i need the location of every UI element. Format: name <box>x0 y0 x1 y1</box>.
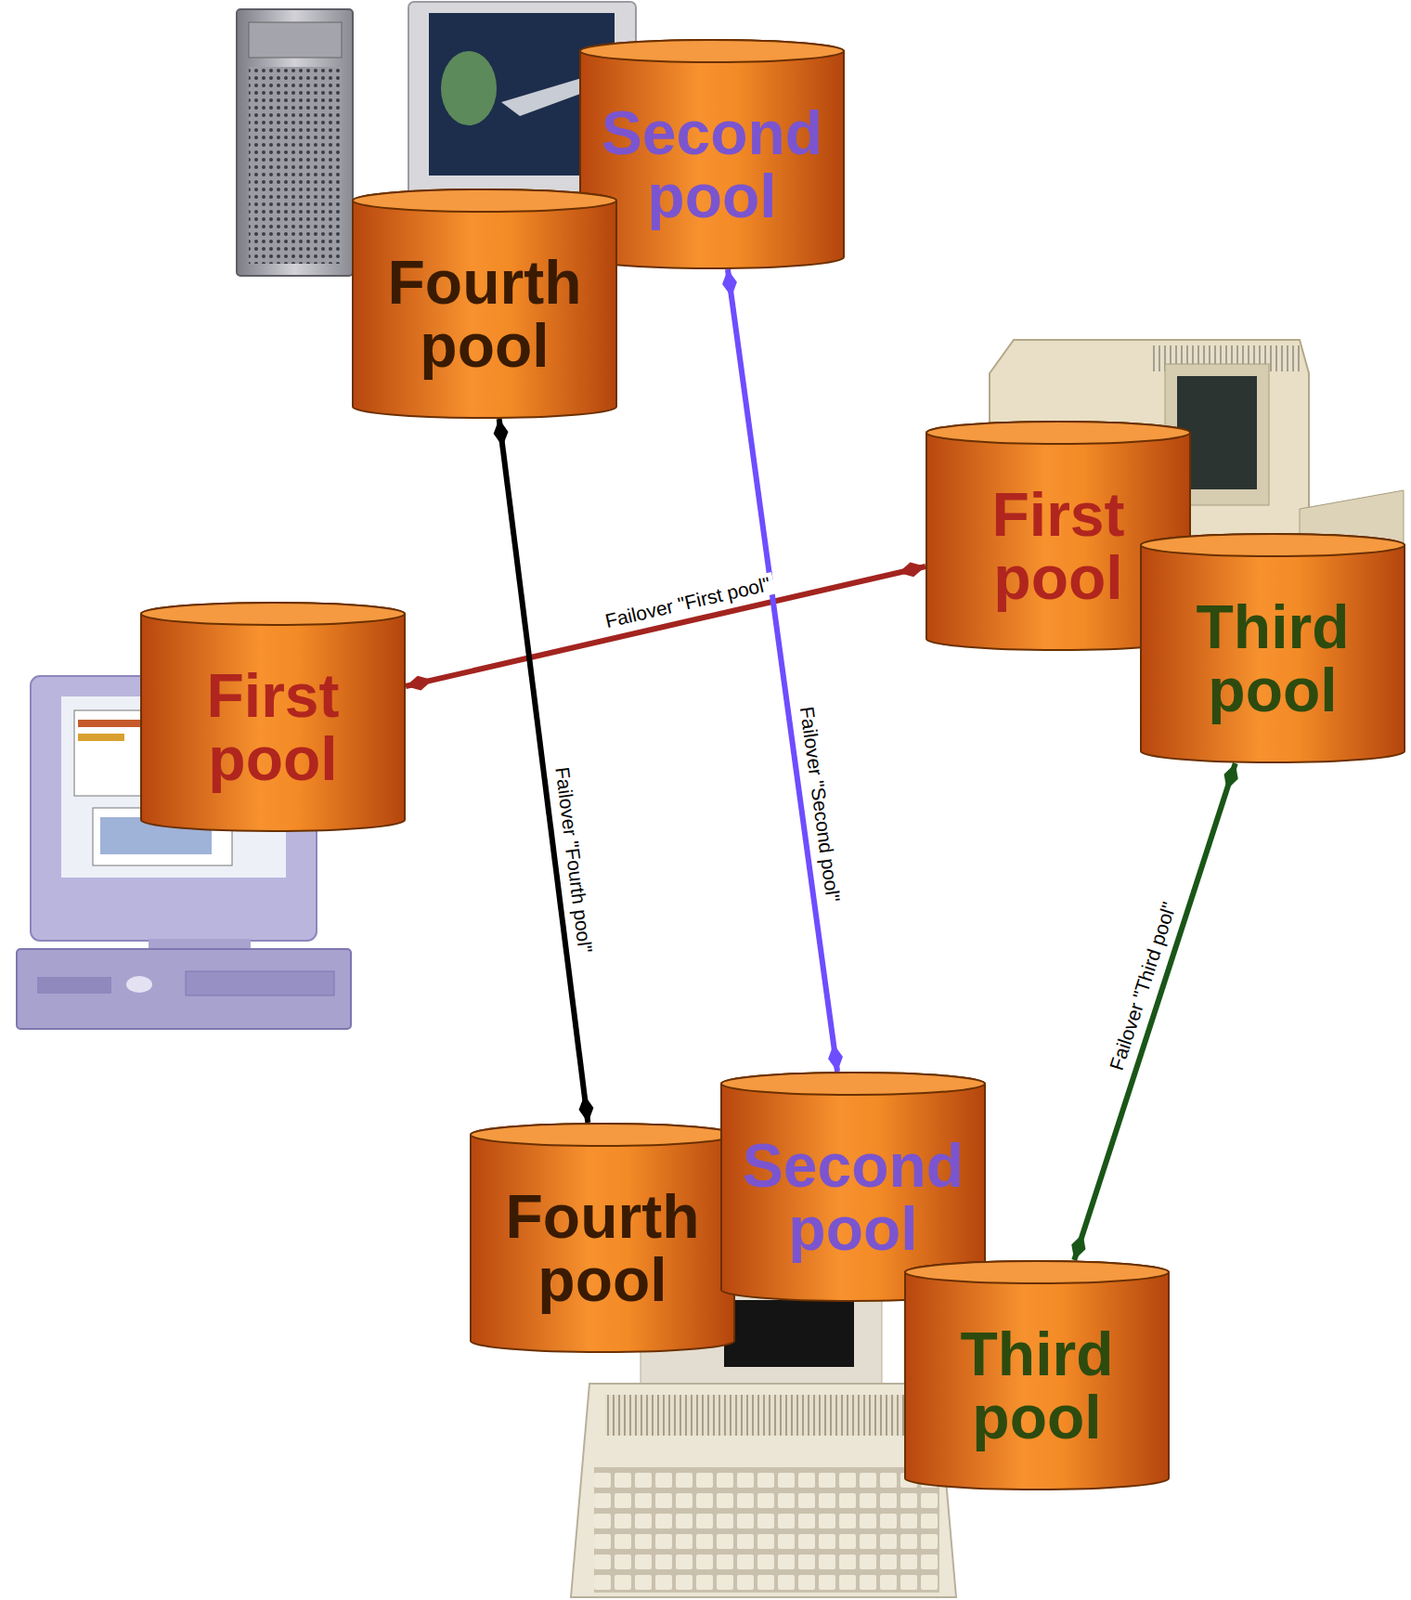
failover-connector <box>727 269 838 1072</box>
screen-picture <box>440 51 497 126</box>
pool-name: Fourth pool <box>480 1185 725 1312</box>
cylinder-body <box>905 1260 1169 1489</box>
cylinder-top <box>580 39 844 63</box>
cylinder-top <box>721 1072 985 1095</box>
failover-connector <box>1074 763 1236 1260</box>
storage-pool-cylinder: Third pool <box>1139 532 1406 764</box>
tower-grille <box>248 66 342 264</box>
monitor-screen <box>724 1299 855 1367</box>
cylinder-top <box>470 1123 735 1146</box>
cylinder-body <box>470 1123 735 1352</box>
drive-slot <box>37 976 112 994</box>
storage-pool-cylinder: Fourth pool <box>469 1122 736 1353</box>
pool-name: Third pool <box>1151 595 1395 723</box>
cylinder-body <box>141 602 405 831</box>
cylinder-body <box>352 189 617 418</box>
screen-bar <box>77 733 125 741</box>
storage-pool-cylinder: Second pool <box>579 38 845 270</box>
failover-connector <box>499 418 589 1123</box>
text-stack: Third pool <box>1151 595 1395 723</box>
pool-name: First pool <box>151 664 395 791</box>
storage-pool-cylinder: Fourth pool <box>351 188 618 419</box>
pool-name: Fourth pool <box>362 251 607 378</box>
text-stack: Second pool <box>731 1134 975 1261</box>
compact-computer <box>570 1383 957 1597</box>
storage-pool-cylinder: Third pool <box>904 1259 1170 1490</box>
drive-bays <box>248 22 342 58</box>
drive-bay <box>185 970 335 996</box>
logo-badge <box>126 975 153 993</box>
cylinder-body <box>580 39 844 269</box>
text-stack: Fourth pool <box>362 251 607 378</box>
cylinder-top <box>141 602 405 625</box>
text-stack: First pool <box>151 664 395 791</box>
keyboard <box>594 1466 940 1593</box>
cylinder-body <box>1140 533 1405 763</box>
text-stack: Second pool <box>590 102 834 229</box>
pool-name: Second pool <box>731 1134 975 1261</box>
screen-bar <box>77 719 143 727</box>
system-unit <box>16 948 351 1029</box>
case-vents <box>605 1394 921 1436</box>
cylinder-top <box>1140 533 1405 557</box>
cylinder-top <box>926 421 1191 444</box>
pool-name: Second pool <box>590 102 834 229</box>
cylinder-top <box>352 189 617 212</box>
text-stack: Fourth pool <box>480 1185 725 1312</box>
workstation-tower <box>236 9 353 276</box>
cylinder-top <box>905 1260 1169 1283</box>
text-stack: Third pool <box>915 1322 1159 1450</box>
failover-connector <box>405 566 926 687</box>
storage-pool-cylinder: First pool <box>140 601 406 832</box>
pool-name: Third pool <box>915 1322 1159 1450</box>
